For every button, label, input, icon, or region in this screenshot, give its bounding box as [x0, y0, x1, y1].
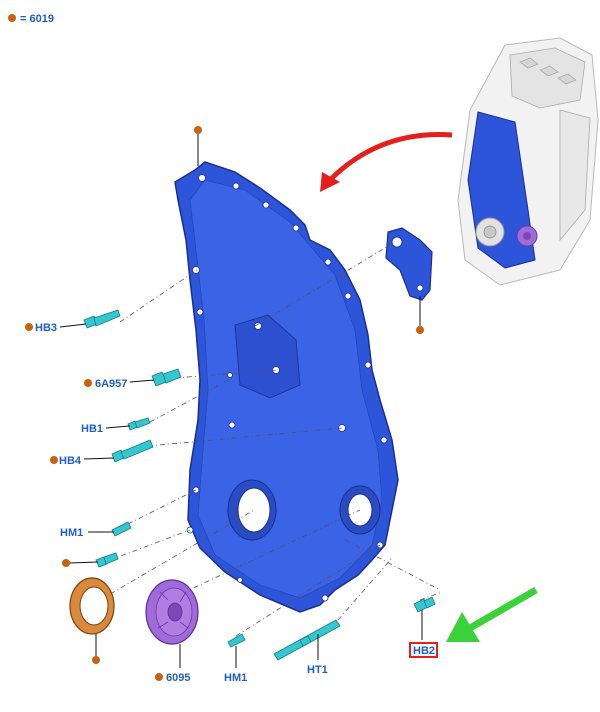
marker-dot-6095 [155, 673, 163, 681]
crankshaft-oil-seal-part [69, 577, 115, 635]
label-6a957: 6A957 [95, 378, 127, 390]
label-6095: 6095 [166, 672, 190, 684]
legend-text: = 6019 [20, 13, 54, 25]
bolt-hb3 [83, 309, 121, 329]
cover-bracket-part [385, 227, 433, 301]
label-hb4: HB4 [59, 455, 82, 467]
assembly-center-lines [99, 241, 443, 637]
label-hm1-upper: HM1 [60, 527, 83, 539]
engine-thumbnail [457, 37, 599, 286]
label-hm1-lower: HM1 [224, 672, 247, 684]
legend-dot-icon [8, 14, 16, 22]
red-direction-arrow [320, 132, 453, 192]
bolt-hm1-lower [227, 633, 246, 648]
timing-cover-part [174, 161, 399, 613]
label-hb2: HB2 [413, 645, 435, 657]
marker-dot-bracket [416, 326, 424, 334]
marker-dot-top [194, 126, 202, 134]
green-pointer-arrow [446, 586, 538, 642]
hb2-highlight-box [409, 642, 438, 658]
stud-ht1 [273, 619, 341, 661]
bolt-unlabeled-lower [95, 552, 119, 568]
bolt-hb4 [111, 439, 154, 463]
marker-dot-seal [92, 656, 100, 664]
stud-6a957 [151, 368, 182, 387]
bolt-hb1 [127, 417, 151, 431]
marker-dot-6a957 [84, 379, 92, 387]
leaders [25, 126, 424, 681]
gear-6095-part [145, 579, 199, 645]
label-ht1: HT1 [307, 664, 328, 676]
marker-dot-hb4 [50, 456, 58, 464]
marker-dot-hb3 [25, 323, 33, 331]
bolt-hb2 [413, 596, 436, 613]
label-hb3: HB3 [35, 322, 57, 334]
legend: = 6019 [8, 13, 54, 25]
label-hb1: HB1 [81, 423, 103, 435]
marker-dot-lower-bolt [62, 559, 70, 567]
bolt-hm1-upper [111, 521, 132, 537]
